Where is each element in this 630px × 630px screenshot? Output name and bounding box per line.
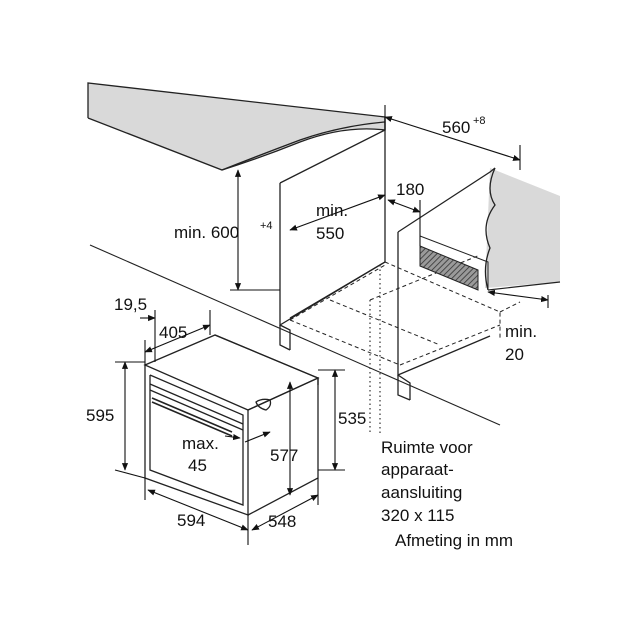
dim-min-20-prefix: min. [505,322,537,341]
countertop-wavy-cut [221,121,386,171]
dim-19-5: 19,5 [114,295,147,314]
dimension-lines [114,105,549,545]
dim-548: 548 [268,512,296,531]
dim-180: 180 [396,180,424,199]
dim-min-550-prefix: min. [316,201,348,220]
countertop [87,82,386,171]
dim-594: 594 [177,511,205,530]
note-units: Afmeting in mm [395,531,513,550]
connection-area-hatch [419,245,479,291]
dim-560: 560 [442,118,470,137]
dim-405: 405 [159,323,187,342]
countertop-outline [87,82,386,171]
dim-595: 595 [86,406,114,425]
wall-torn-edge [484,167,496,291]
note-connection-line2: apparaat- [381,460,454,479]
note-connection-line4: 320 x 115 [381,506,454,525]
niche-hidden-lines [289,254,521,366]
dim-min-550-value: 550 [316,224,344,243]
dim-535: 535 [338,409,366,428]
dim-max-prefix: max. [182,434,219,453]
dim-min-600: min. 600 [174,223,239,242]
dim-560-tol: +8 [473,115,486,127]
dim-min-20-value: 20 [505,345,524,364]
note-connection-line1: Ruimte voor [381,438,473,457]
note-connection-line3: aansluiting [381,483,462,502]
dotted-leaders [369,265,381,435]
dim-600-tol: +4 [260,220,273,232]
dim-577: 577 [270,446,298,465]
oven [143,334,320,516]
right-wall [484,167,561,291]
dim-max-value: 45 [188,456,207,475]
